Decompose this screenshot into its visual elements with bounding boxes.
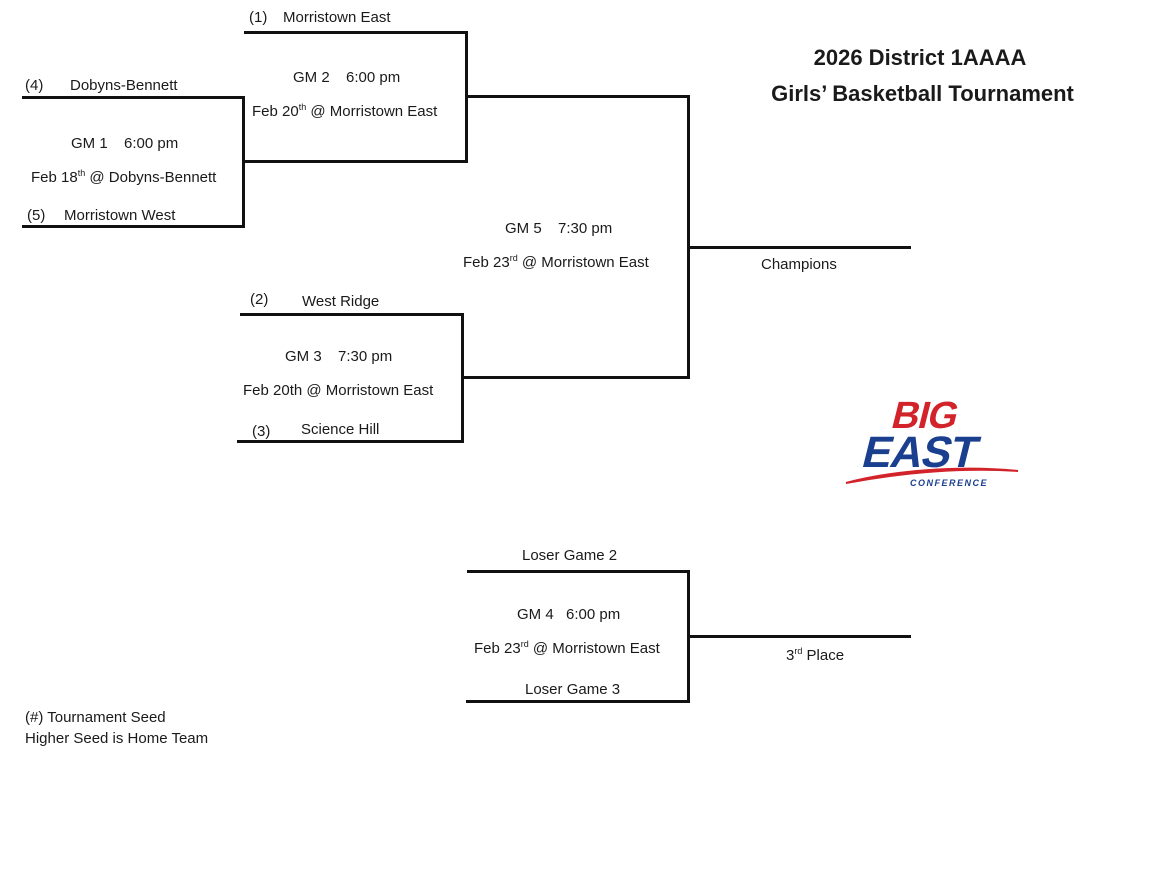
line-gm1-top (22, 96, 245, 99)
tournament-title-line2: Girls’ Basketball Tournament (771, 81, 1074, 106)
tournament-title-line1: 2026 District 1AAAA (813, 45, 1027, 70)
gm3-date: Feb 20th @ Morristown East (243, 382, 434, 399)
gm5-date: Feb 23rd @ Morristown East (463, 253, 649, 272)
seed-4: (4) (25, 77, 44, 94)
seed-5: (5) (27, 207, 46, 224)
seed-3: (3) (252, 423, 271, 440)
line-gm3-top (240, 313, 464, 316)
legend-seed-note: (#) Tournament Seed (25, 709, 166, 726)
loser-game-2: Loser Game 2 (522, 547, 618, 564)
line-gm1-bottom (22, 225, 245, 228)
loser-game-3: Loser Game 3 (525, 681, 621, 698)
gm1-label: GM 1 (71, 135, 108, 152)
line-gm1-vertical (242, 96, 245, 228)
seed-2: (2) (250, 291, 269, 308)
team-west-ridge: West Ridge (302, 293, 380, 310)
line-gm5-bottom (462, 376, 690, 379)
gm3-label: GM 3 (285, 348, 322, 365)
third-place-label: 3rd Place (786, 646, 845, 665)
gm1-date: Feb 18th @ Dobyns-Bennett (31, 168, 217, 187)
logo-conference-text: CONFERENCE (910, 478, 988, 488)
gm2-label: GM 2 (293, 69, 330, 86)
team-science-hill: Science Hill (301, 421, 380, 438)
gm2-date: Feb 20th @ Morristown East (252, 102, 438, 121)
logo-big-text: BIG (888, 395, 963, 437)
line-gm5-vertical (687, 95, 690, 379)
champions-label: Champions (761, 256, 837, 273)
team-dobyns-bennett: Dobyns-Bennett (70, 77, 178, 94)
line-third-place (689, 635, 911, 638)
gm3-time: 7:30 pm (338, 348, 393, 365)
line-gm3-bottom (237, 440, 464, 443)
big-east-conference-logo: BIG EAST CONFERENCE (845, 395, 1019, 488)
gm5-time: 7:30 pm (558, 220, 613, 237)
line-champions (689, 246, 911, 249)
team-morristown-west: Morristown West (64, 207, 176, 224)
gm2-time: 6:00 pm (346, 69, 401, 86)
line-gm2-bottom (244, 160, 468, 163)
team-morristown-east: Morristown East (283, 9, 391, 26)
line-gm2-top (244, 31, 468, 34)
line-gm4-top (467, 570, 690, 573)
gm4-time: 6:00 pm (566, 606, 621, 623)
gm4-date: Feb 23rd @ Morristown East (474, 639, 660, 658)
gm4-label: GM 4 (517, 606, 554, 623)
seed-1: (1) (249, 9, 268, 26)
line-gm4-vertical (687, 570, 690, 703)
logo-swoosh (845, 467, 1019, 484)
gm1-time: 6:00 pm (124, 135, 179, 152)
legend-home-team-note: Higher Seed is Home Team (25, 730, 209, 747)
line-gm5-top (466, 95, 690, 98)
gm5-label: GM 5 (505, 220, 542, 237)
line-gm4-bottom (466, 700, 690, 703)
